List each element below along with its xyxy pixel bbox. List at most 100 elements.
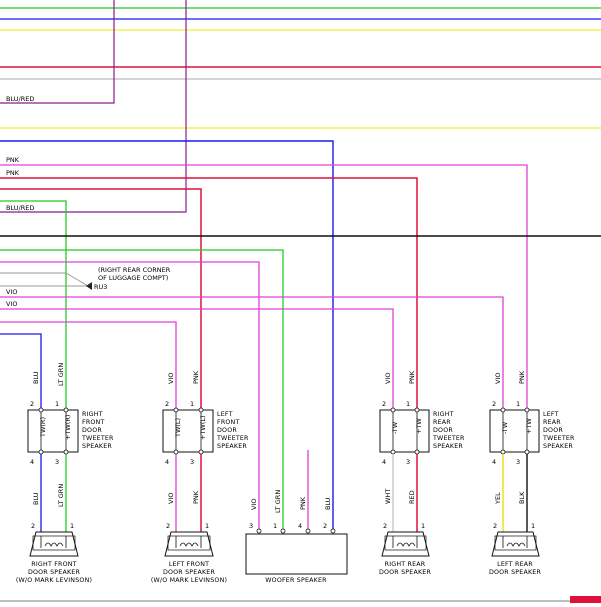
tweeter-rf-pin-tl: 2 — [30, 400, 34, 408]
tweeter-rf-pin-bl: 4 — [30, 458, 34, 466]
tweeter-rf-in-right-label: LT GRN — [57, 363, 65, 386]
speaker-right-rear: 2 1 RIGHT REAR DOOR SPEAKER — [379, 522, 432, 576]
svg-text:1: 1 — [70, 522, 74, 530]
tweeter-rf-pin-br: 3 — [55, 458, 59, 466]
wire-pnk-1 — [0, 164, 528, 410]
svg-text:-TW: -TW — [501, 421, 509, 434]
tweeter-left-front: VIO PNK 2 1 TW(L) +TW(L) LEFT FRONT DOOR… — [162, 370, 249, 532]
svg-text:1: 1 — [205, 522, 209, 530]
svg-text:FRONT: FRONT — [217, 419, 240, 426]
ground-note-line2: OF LUGGAGE COMPT) — [98, 274, 168, 282]
svg-text:RIGHT: RIGHT — [82, 411, 103, 418]
tweeter-lr-box — [489, 409, 540, 453]
svg-text:VIO: VIO — [167, 493, 175, 504]
wire-vio-1 — [0, 296, 504, 410]
svg-text:3: 3 — [249, 522, 253, 530]
wire-blu-red-top — [0, 0, 115, 104]
speaker-coil-icon — [392, 536, 418, 548]
svg-text:RIGHT: RIGHT — [433, 411, 454, 418]
svg-text:LEFT REAR: LEFT REAR — [497, 561, 533, 568]
svg-text:SPEAKER: SPEAKER — [217, 443, 247, 450]
ground-note-line1: (RIGHT REAR CORNER — [98, 266, 171, 274]
tweeter-rf-term-left: TW(R) — [39, 417, 47, 438]
svg-text:PNK: PNK — [192, 370, 200, 384]
svg-text:LT GRN: LT GRN — [274, 490, 282, 513]
svg-text:PNK: PNK — [408, 370, 416, 384]
svg-text:PNK: PNK — [518, 370, 526, 384]
svg-text:YEL: YEL — [494, 492, 502, 505]
svg-text:PNK: PNK — [299, 496, 307, 510]
svg-text:DOOR SPEAKER: DOOR SPEAKER — [379, 569, 432, 576]
svg-text:3: 3 — [406, 458, 410, 466]
svg-text:VIO: VIO — [250, 499, 258, 510]
speaker-right-front: 2 1 RIGHT FRONT DOOR SPEAKER (W/O MARK L… — [16, 522, 92, 584]
svg-text:RIGHT REAR: RIGHT REAR — [385, 561, 426, 568]
svg-text:LEFT FRONT: LEFT FRONT — [169, 561, 209, 568]
wire-label-pnk-2: PNK — [6, 169, 20, 177]
svg-text:3: 3 — [516, 458, 520, 466]
svg-text:LEFT: LEFT — [217, 411, 233, 418]
svg-text:BLK: BLK — [518, 491, 526, 504]
svg-text:TWEETER: TWEETER — [432, 435, 465, 442]
svg-text:(W/O MARK LEVINSON): (W/O MARK LEVINSON) — [16, 577, 92, 584]
tweeter-rf-box — [27, 409, 79, 453]
wire-vio-lf — [0, 321, 177, 410]
speaker-left-rear: 2 1 LEFT REAR DOOR SPEAKER — [489, 522, 541, 576]
woofer-box — [245, 533, 348, 575]
svg-text:4: 4 — [165, 458, 169, 466]
svg-text:DOOR SPEAKER: DOOR SPEAKER — [163, 569, 216, 576]
svg-text:2: 2 — [493, 522, 497, 530]
svg-text:2: 2 — [166, 522, 170, 530]
wire-magenta-woofer — [0, 261, 260, 531]
svg-text:+TW: +TW — [525, 418, 533, 434]
wire-label-blu-red-mid: BLU/RED — [6, 204, 34, 212]
svg-text:FRONT: FRONT — [82, 419, 105, 426]
svg-text:+TW(L): +TW(L) — [199, 415, 207, 440]
wire-blu-rf — [0, 333, 42, 410]
tweeter-lf-box — [162, 409, 214, 453]
tweeter-rf-in-left-label: BLU — [32, 371, 40, 384]
wire-label-vio-2: VIO — [6, 300, 17, 308]
svg-text:2: 2 — [382, 400, 386, 408]
svg-text:VIO: VIO — [494, 373, 502, 384]
svg-text:DOOR: DOOR — [433, 427, 453, 434]
svg-text:2: 2 — [31, 522, 35, 530]
svg-text:PNK: PNK — [192, 490, 200, 504]
svg-text:DOOR: DOOR — [217, 427, 237, 434]
wire-blu-red-mid — [0, 0, 187, 213]
speaker-coil-icon — [40, 536, 67, 548]
svg-text:WOOFER SPEAKER: WOOFER SPEAKER — [265, 577, 327, 584]
svg-text:DOOR SPEAKER: DOOR SPEAKER — [28, 569, 81, 576]
svg-text:LEFT: LEFT — [543, 411, 559, 418]
tweeter-right-rear: VIO PNK 2 1 -TW +TW RIGHT REAR DOOR TWEE… — [379, 370, 465, 532]
wire-green-woofer — [0, 249, 284, 531]
svg-text:VIO: VIO — [167, 373, 175, 384]
wire-red-lf — [0, 188, 202, 410]
svg-text:TWEETER: TWEETER — [81, 435, 114, 442]
speaker-coil-icon — [175, 536, 202, 548]
svg-text:1: 1 — [531, 522, 535, 530]
speaker-left-front: 2 1 LEFT FRONT DOOR SPEAKER (W/O MARK LE… — [151, 522, 227, 584]
svg-text:2: 2 — [383, 522, 387, 530]
corner-red-mark — [570, 596, 601, 603]
svg-text:SPEAKER: SPEAKER — [543, 443, 573, 450]
svg-text:2: 2 — [323, 522, 327, 530]
svg-text:TWEETER: TWEETER — [216, 435, 249, 442]
svg-text:SPEAKER: SPEAKER — [82, 443, 112, 450]
svg-text:1: 1 — [190, 400, 194, 408]
wire-gray-ground-link — [65, 272, 89, 287]
svg-text:-TW: -TW — [391, 421, 399, 434]
svg-text:4: 4 — [298, 522, 302, 530]
wire-blue-woofer — [0, 140, 334, 531]
svg-text:1: 1 — [516, 400, 520, 408]
svg-text:SPEAKER: SPEAKER — [433, 443, 463, 450]
wire-vio-2 — [0, 308, 394, 410]
svg-text:4: 4 — [382, 458, 386, 466]
ground-arrow-icon — [86, 282, 92, 290]
svg-text:TWEETER: TWEETER — [542, 435, 575, 442]
svg-text:1: 1 — [273, 522, 277, 530]
wire-label-blu-red-top: BLU/RED — [6, 95, 34, 103]
svg-text:REAR: REAR — [543, 419, 561, 426]
svg-text:2: 2 — [492, 400, 496, 408]
